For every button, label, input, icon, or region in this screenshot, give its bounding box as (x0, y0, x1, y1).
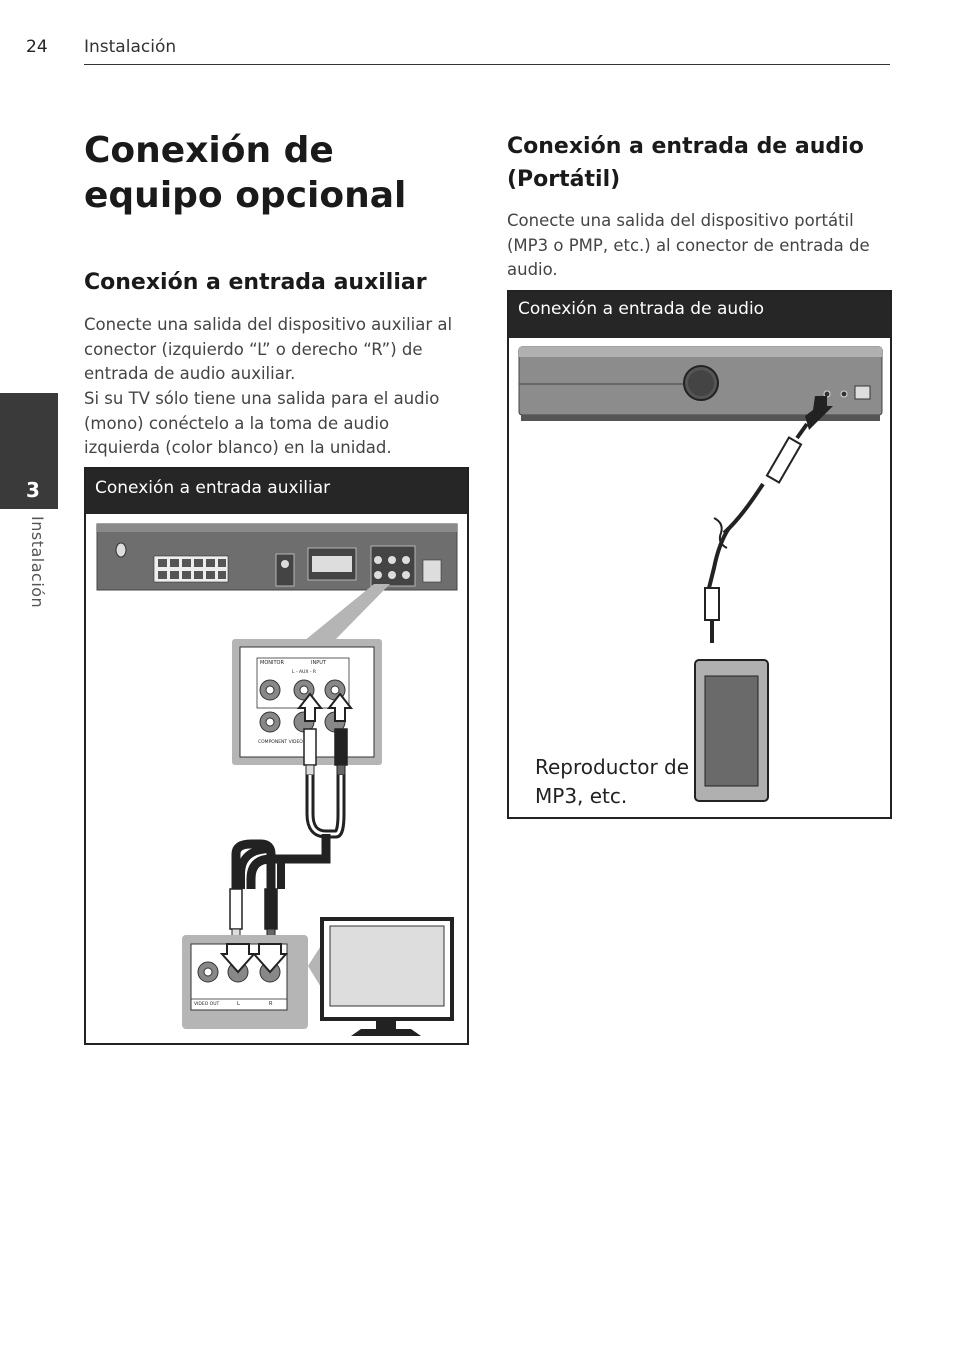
device-label-line2: MP3, etc. (535, 784, 627, 808)
header-divider (84, 64, 890, 65)
audio-cable (704, 422, 809, 643)
rca-plug-top-right (334, 728, 348, 776)
portable-section-title: Conexión a entrada de audio (Portátil) (507, 134, 864, 192)
rca-plug-bottom-right (264, 888, 278, 942)
monitor-label: MONITOR (260, 660, 284, 666)
device-label-line1: Reproductor de (535, 755, 689, 779)
unit-rear-panel (96, 523, 458, 591)
aux-paragraph-1: Conecte una salida del dispositivo auxil… (84, 315, 453, 384)
right-label: R (269, 1001, 273, 1007)
header-section-title: Instalación (84, 37, 177, 57)
page-title: Conexión de equipo opcional (84, 130, 407, 216)
mp3-player-icon (694, 659, 769, 802)
left-label: L (237, 1001, 240, 1007)
rca-plug-bottom-left (229, 888, 243, 942)
video-out-label: VIDEO OUT (194, 1001, 220, 1007)
chapter-label: Instalación (28, 516, 47, 609)
portable-figure: Conexión a entrada de audio (507, 290, 892, 819)
portable-figure-caption: Conexión a entrada de audio (509, 292, 890, 338)
rca-plug-top-left (303, 728, 317, 776)
aux-connection-diagram: MONITOR INPUT L - AUX - R COMPONENT VIDE… (96, 523, 458, 1036)
unit-front-panel (518, 346, 883, 421)
portable-connection-diagram: Reproductor de MP3, etc. (518, 346, 883, 808)
input-label: INPUT (311, 660, 327, 666)
tv-output-panel: VIDEO OUT L R (182, 935, 308, 1029)
aux-label: L - AUX - R (292, 669, 316, 675)
aux-figure: Conexión a entrada auxiliar (84, 467, 469, 1045)
aux-figure-caption: Conexión a entrada auxiliar (86, 469, 467, 514)
portable-paragraph: Conecte una salida del dispositivo portá… (507, 211, 870, 280)
chapter-number: 3 (26, 478, 40, 502)
page-number: 24 (26, 37, 48, 57)
tv-icon (320, 917, 454, 1036)
aux-section-title: Conexión a entrada auxiliar (84, 270, 427, 295)
chapter-tab (0, 393, 58, 509)
component-video-label: COMPONENT VIDEO (258, 739, 303, 745)
aux-paragraph-2: Si su TV sólo tiene una salida para el a… (84, 389, 440, 458)
